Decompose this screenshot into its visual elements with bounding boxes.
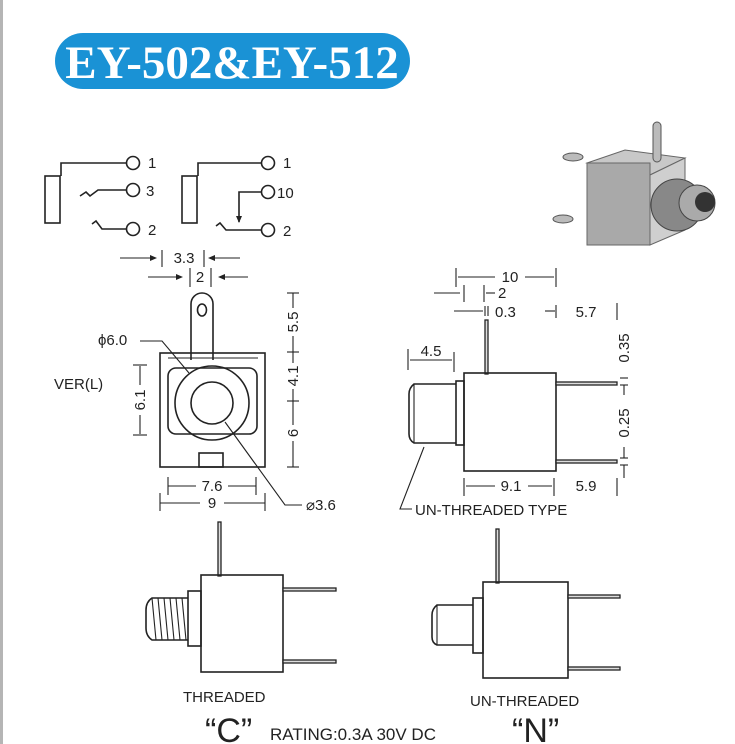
dim-4.1: 4.1: [285, 366, 302, 387]
dim-0.25: 0.25: [616, 408, 633, 437]
dim-9.1: 9.1: [501, 478, 522, 495]
product-photo: [552, 121, 716, 246]
dim-2: 2: [196, 269, 204, 286]
schematic-ey512: 1 10 2: [181, 155, 294, 240]
dim-3.3: 3.3: [174, 250, 195, 267]
dim-phi6: ϕ6.0: [98, 332, 127, 349]
pin-label: 3: [146, 183, 154, 200]
dim-2-side: 2: [498, 285, 506, 302]
rating-text: RATING:0.3A 30V DC: [270, 725, 436, 744]
pin-label: 1: [283, 155, 291, 172]
dim-10: 10: [502, 269, 519, 286]
side-view-label: UN-THREADED TYPE: [415, 502, 567, 519]
front-view: 3.3 2 ϕ6.0 ⌀3.6 VER(L) 6.1 5.5 4.1 6 7.6: [54, 250, 336, 514]
dim-4.5: 4.5: [421, 343, 442, 360]
title-badge: EY-502&EY-512: [55, 33, 410, 89]
dim-5.9: 5.9: [576, 478, 597, 495]
unthreaded-variant: UN-THREADED “N”: [431, 528, 621, 744]
side-view: 10 2 0.3 5.7 4.5 0.35 0.25 9.1 5.9 UN-TH…: [399, 268, 633, 519]
dim-5.7: 5.7: [576, 304, 597, 321]
page-border: [0, 0, 3, 744]
title-text: EY-502&EY-512: [65, 37, 398, 89]
schematic-ey502: 1 3 2: [44, 155, 156, 239]
dim-6: 6: [285, 429, 302, 437]
threaded-label: THREADED: [183, 689, 266, 706]
pin-label: 1: [148, 155, 156, 172]
dim-0.3: 0.3: [495, 304, 516, 321]
ver-label: VER(L): [54, 376, 103, 393]
dim-7.6: 7.6: [202, 478, 223, 495]
dim-phi3.6: ⌀3.6: [306, 497, 336, 514]
dim-5.5: 5.5: [285, 312, 302, 333]
unthreaded-label: UN-THREADED: [470, 693, 579, 710]
pin-label: 2: [283, 223, 291, 240]
dim-9: 9: [208, 495, 216, 512]
dim-0.35: 0.35: [616, 333, 633, 362]
threaded-code: “C”: [205, 712, 252, 744]
threaded-variant: THREADED “C”: [145, 521, 337, 744]
dim-6.1: 6.1: [132, 390, 149, 411]
pin-label: 2: [148, 222, 156, 239]
unthreaded-code: “N”: [512, 712, 559, 744]
pin-label: 10: [277, 185, 294, 202]
title-pill: [55, 33, 410, 89]
